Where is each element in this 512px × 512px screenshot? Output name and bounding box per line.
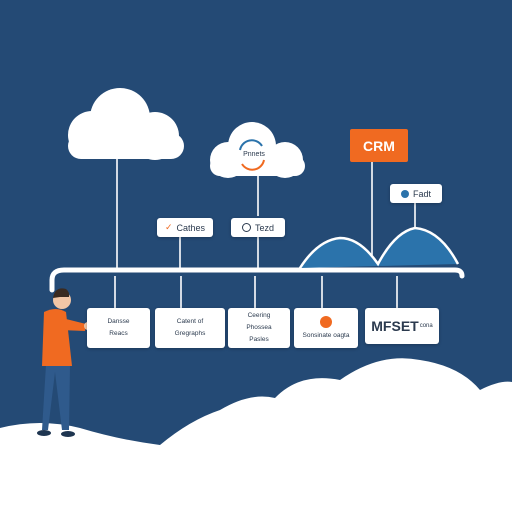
card-4-line-1: Sonsinate oagta (302, 332, 350, 339)
card-3: Ceering Phossea Pasles (228, 308, 290, 348)
card-2: Catent of Gregraphs (155, 308, 225, 348)
card-2-line-2: Gregraphs (174, 330, 206, 337)
connector-lines (114, 158, 416, 310)
crm-tag: CRM (350, 129, 408, 162)
cathes-tag: ✓ Cathes (157, 218, 213, 237)
cloud-left (68, 88, 184, 160)
card-3-line-2: Phossea (246, 324, 272, 331)
sync-icon (239, 139, 265, 171)
info-dot-icon (400, 189, 409, 198)
card-4: Sonsinate oagta (294, 308, 358, 348)
cloud-middle (210, 122, 305, 178)
lock-icon (320, 316, 332, 328)
card-1-line-2: Reacs (109, 330, 128, 337)
card-5: MFSET cona (365, 308, 439, 344)
cathes-label: Cathes (176, 222, 206, 233)
circle-icon (241, 223, 251, 232)
card-3-line-3: Pasles (249, 336, 269, 343)
card-5-suffix: cona (419, 323, 433, 329)
card-1: Dansse Reacs (87, 308, 150, 348)
ground-clouds (0, 358, 512, 512)
fadt-tag: Fadt (390, 184, 442, 203)
main-pipe (49, 267, 465, 293)
card-2-line-1: Catent of (176, 318, 204, 325)
tezd-label: Tezd (254, 222, 274, 233)
fadt-label: Fadt (412, 188, 431, 199)
card-3-line-1: Ceering (247, 312, 271, 319)
check-icon: ✓ (164, 222, 173, 232)
person-figure (37, 288, 92, 437)
card-5-main: MFSET (371, 318, 419, 334)
card-1-line-1: Dansse (107, 318, 130, 325)
mountain-outline (298, 226, 460, 269)
cloud-label: Pnnets (243, 150, 265, 158)
mountain-shape (300, 228, 458, 268)
tezd-tag: Tezd (231, 218, 285, 237)
